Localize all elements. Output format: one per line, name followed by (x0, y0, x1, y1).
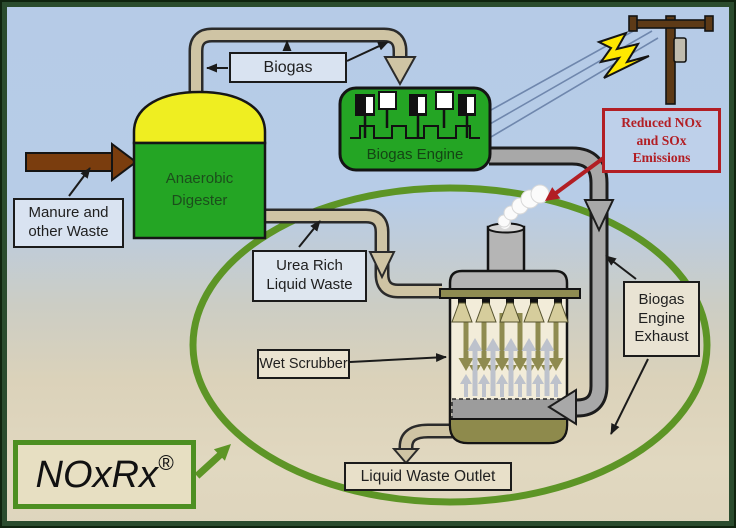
biogas-label: Biogas (229, 52, 347, 83)
anaerobic-digester-label: Anaerobic Digester (165, 170, 234, 209)
anaerobic-digester (132, 90, 267, 240)
biogas-callout-arrow-diag (346, 41, 389, 62)
brand-arrow (194, 444, 231, 479)
registered-mark: ® (157, 452, 174, 475)
manure-feed-arrow (25, 142, 138, 182)
steam-puffs-icon (497, 184, 550, 230)
wet-scrubber-label: Wet Scrubber (257, 349, 350, 379)
exhaust-pipe-down-arrowhead (583, 199, 615, 233)
lightning-bolt-icon (596, 31, 650, 79)
engine-exhaust-label: Biogas Engine Exhaust (623, 281, 700, 357)
scrubber-up-gas-arrows (460, 338, 562, 397)
exhaust-pipe-inlet-arrowhead (547, 388, 577, 426)
spray-nozzles-icon (451, 297, 569, 323)
reduced-emissions-label: Reduced NOx and SOx Emissions (602, 108, 721, 173)
urea-pipe-arrowhead (368, 251, 396, 280)
wet-scrubber-unit (439, 222, 581, 445)
outlet-pipe (391, 423, 458, 465)
utility-pole-icon (628, 15, 714, 105)
exhaust-callout-arrow-upper (605, 255, 637, 280)
exhaust-callout-arrow-lower (610, 358, 649, 435)
liquid-waste-outlet-label: Liquid Waste Outlet (344, 462, 512, 491)
biogas-pipe (188, 27, 417, 98)
biogas-engine (338, 86, 492, 172)
engine-cylinders-icon (350, 91, 480, 139)
outlet-pipe-arrowhead (391, 448, 421, 465)
engine-crankshaft-icon (350, 125, 480, 139)
spray-header (439, 288, 581, 299)
brand-box: NOxRx ® (13, 440, 196, 509)
digester-dome (132, 90, 267, 145)
digester-body (132, 141, 267, 240)
urea-pipe (264, 208, 442, 299)
urea-callout-arrow (298, 220, 321, 248)
scrubber-liquid (449, 418, 568, 444)
system-boundary-ellipse (189, 184, 711, 506)
callout-arrows (68, 40, 649, 435)
scrubber-packed-bed (451, 398, 566, 420)
manure-waste-label: Manure and other Waste (13, 198, 124, 248)
urea-liquid-waste-label: Urea Rich Liquid Waste (252, 250, 367, 302)
scrubber-shoulder (448, 269, 569, 293)
wet-scrubber-callout-arrow (349, 353, 447, 363)
exhaust-pipe (489, 146, 615, 418)
biogas-pipe-arrowhead (383, 56, 417, 87)
biogas-engine-label: Biogas Engine (366, 145, 464, 163)
manure-callout-arrow (68, 167, 91, 197)
brand-name: NOxRx (35, 453, 158, 496)
